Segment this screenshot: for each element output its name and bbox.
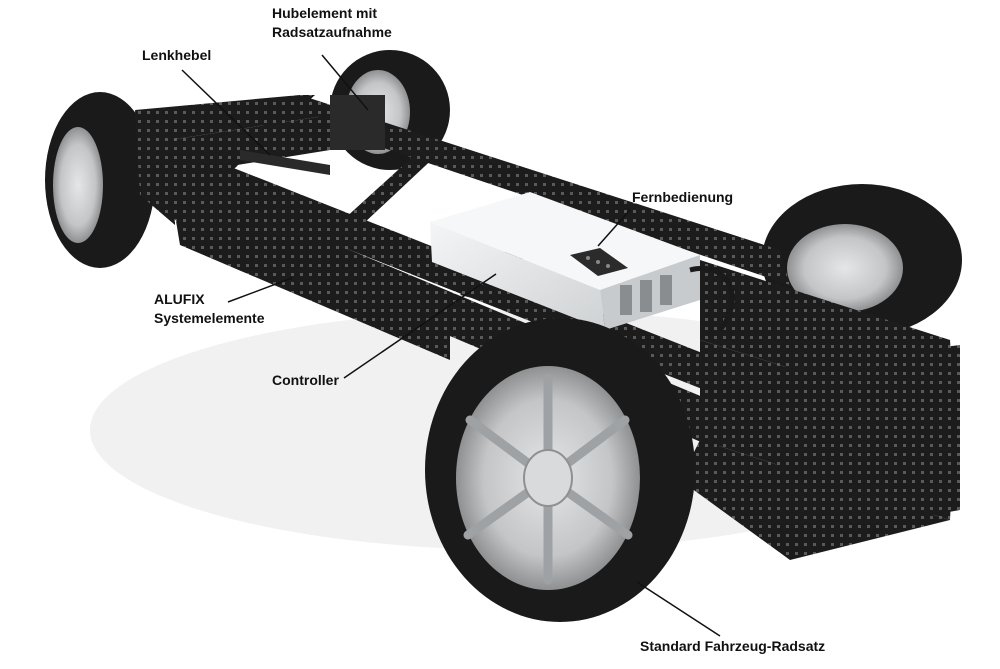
leader-hubelement bbox=[321, 54, 369, 111]
wheel-front bbox=[425, 318, 695, 622]
alufix-frame bbox=[135, 95, 960, 560]
label-lenkhebel: Lenkhebel bbox=[142, 46, 211, 65]
leader-radsatz bbox=[636, 581, 721, 637]
label-lenkhebel-text: Lenkhebel bbox=[142, 47, 212, 63]
label-radsatz-text: Standard Fahrzeug-Radsatz bbox=[640, 638, 826, 654]
label-alufix-line1: ALUFIX bbox=[154, 291, 205, 307]
label-hubelement: Hubelement mit Radsatzaufnahme bbox=[272, 4, 392, 42]
remote-control bbox=[570, 248, 628, 276]
label-fernbedienung-text: Fernbedienung bbox=[632, 189, 734, 205]
label-alufix: ALUFIX Systemelemente bbox=[154, 290, 265, 328]
leader-alufix bbox=[227, 277, 293, 303]
label-hubelement-line1: Hubelement mit bbox=[272, 5, 378, 21]
label-controller: Controller bbox=[272, 371, 339, 390]
label-hubelement-line2: Radsatzaufnahme bbox=[272, 24, 392, 40]
label-controller-text: Controller bbox=[272, 372, 339, 388]
label-radsatz: Standard Fahrzeug-Radsatz bbox=[640, 637, 825, 656]
wheel-left bbox=[45, 92, 155, 268]
controller-box bbox=[430, 192, 735, 332]
leader-controller bbox=[343, 273, 497, 379]
label-fernbedienung: Fernbedienung bbox=[632, 188, 733, 207]
leader-lenkhebel bbox=[181, 69, 271, 156]
leader-lines bbox=[181, 54, 721, 637]
leader-fernbedienung bbox=[597, 209, 631, 247]
label-alufix-line2: Systemelemente bbox=[154, 310, 265, 326]
